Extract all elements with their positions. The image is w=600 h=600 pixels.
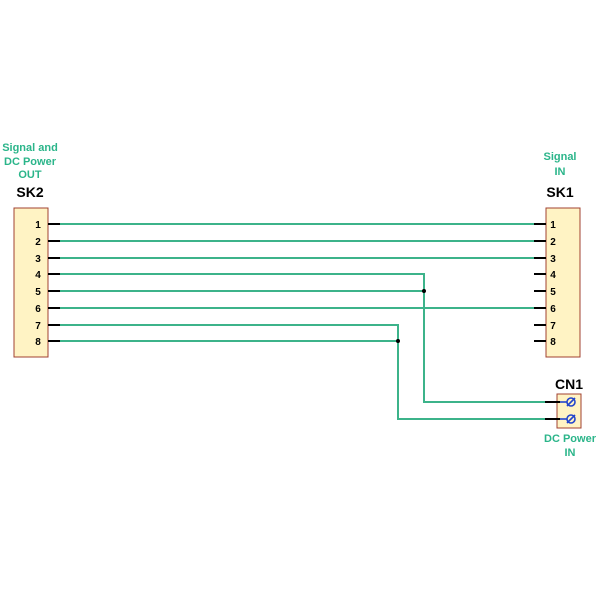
sk2-pin-4-label: 4 [35, 270, 41, 281]
cn1-reference-label: CN1 [555, 376, 583, 392]
sk1-pin-stubs [534, 223, 546, 342]
cn1-terminal-2 [560, 414, 576, 424]
sk1-pin-6-label: 6 [550, 304, 556, 315]
cn1-description-line1: DC Power [544, 433, 597, 445]
sk1-pin-8-label: 8 [550, 337, 556, 348]
sk1-pin-5-label: 5 [550, 287, 556, 298]
screw-terminal-icon [560, 397, 576, 424]
wire-sk2-4-to-cn1-1 [48, 273, 557, 403]
sk2-pin-2-label: 2 [35, 237, 41, 248]
sk1-pin-2-label: 2 [550, 237, 556, 248]
sk2-reference-label: SK2 [16, 184, 43, 200]
sk2-pin-6-label: 6 [35, 304, 41, 315]
sk1-pin-labels: 1 2 3 4 5 6 7 8 [550, 220, 556, 348]
sk2-description-line1: Signal and [2, 142, 58, 154]
sk1-reference-label: SK1 [546, 184, 573, 200]
sk2-description-line2: DC Power [4, 156, 57, 168]
sk2-pin-3-label: 3 [35, 254, 41, 265]
sk2-pin-stubs [48, 223, 60, 342]
sk1-connector-body [545, 207, 581, 358]
sk2-pin-1-label: 1 [35, 220, 41, 231]
sk2-pin-5-label: 5 [35, 287, 41, 298]
sk2-description-line3: OUT [18, 169, 42, 181]
sk2-connector-body [13, 207, 49, 358]
cn1-description-line2: IN [565, 447, 576, 459]
wires-group [48, 223, 557, 420]
sk1-description-line1: Signal [543, 151, 576, 163]
sk2-pin-labels: 1 2 3 4 5 6 7 8 [35, 220, 41, 348]
junction-dot-pin5 [422, 289, 426, 293]
cn1-terminal-1 [560, 397, 576, 407]
sk2-pin-8-label: 8 [35, 337, 41, 348]
sk1-pin-4-label: 4 [550, 270, 556, 281]
sk1-description-line2: IN [555, 166, 566, 178]
sk2-pin-7-label: 7 [35, 321, 41, 332]
wire-sk2-7-to-cn1-2 [48, 324, 557, 420]
sk1-pin-1-label: 1 [550, 220, 556, 231]
sk1-pin-7-label: 7 [550, 321, 556, 332]
sk1-pin-3-label: 3 [550, 254, 556, 265]
junction-dot-pin8 [396, 339, 400, 343]
cn1-pin-stubs [545, 401, 560, 420]
